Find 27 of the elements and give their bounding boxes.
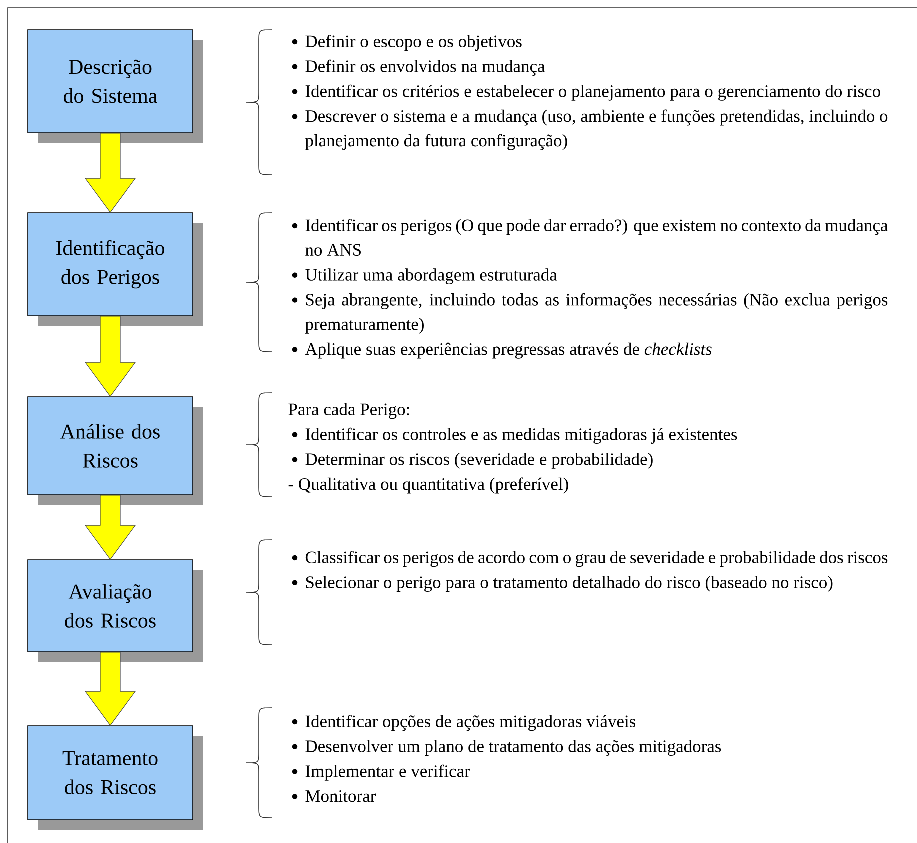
list-item: Classificar os perigos de acordo com o grau de severidade e probabilidade dos riscos: [306, 551, 888, 568]
process-box: Avaliação dos Riscos: [28, 560, 203, 662]
list-item: Descrever o sistema e a mudança (uso, ambiente e funções pretendidas, incluindo o planejamento da futura configuração): [306, 110, 888, 150]
list-item: Identificar opções de ações mitigadoras viáveis: [306, 715, 636, 732]
list-item: Implementar e verificar: [306, 764, 470, 781]
process-box: Descrição do Sistema: [28, 30, 203, 143]
list-item: Monitorar: [306, 790, 376, 802]
list-item: Utilizar uma abordagem estruturada: [306, 268, 558, 285]
block-arrow: [84, 316, 136, 398]
note-text: - Qualitativa ou quantitativa (preferível): [288, 478, 568, 494]
process-box: Tratamento dos Riscos: [28, 726, 203, 830]
process-box: Identificação dos Perigos: [28, 212, 203, 326]
list-item: Definir o escopo e os objetivos: [306, 35, 522, 52]
block-arrow: [84, 495, 136, 560]
list-item: Identificar os controles e as medidas mitigadoras já existentes: [306, 428, 738, 444]
block-arrow: [84, 133, 136, 214]
process-box: Análise dos Riscos: [28, 396, 203, 505]
list-item: Seja abrangente, incluindo todas as informações necessárias (Não exclua perigos prematuramente): [306, 293, 888, 334]
note-text: Para cada Perigo:: [288, 403, 410, 420]
list-item: Selecionar o perigo para o tratamento detalhado do risco (baseado no risco): [306, 576, 833, 592]
list-item: Identificar os perigos (O que pode dar errado?) que existem no contexto da mudança no ANS: [306, 219, 888, 256]
list-item: Determinar os riscos (severidade e probabilidade): [306, 453, 653, 469]
block-arrow: [84, 652, 136, 726]
list-item: Desenvolver um plano de tratamento das ações mitigadoras: [306, 740, 722, 756]
list-item: Aplique suas experiências pregressas através de checklists: [305, 342, 712, 359]
list-item: Definir os envolvidos na mudança: [306, 60, 546, 76]
list-item: Identificar os critérios e estabelecer o planejamento para o gerenciamento do risco: [306, 84, 880, 101]
